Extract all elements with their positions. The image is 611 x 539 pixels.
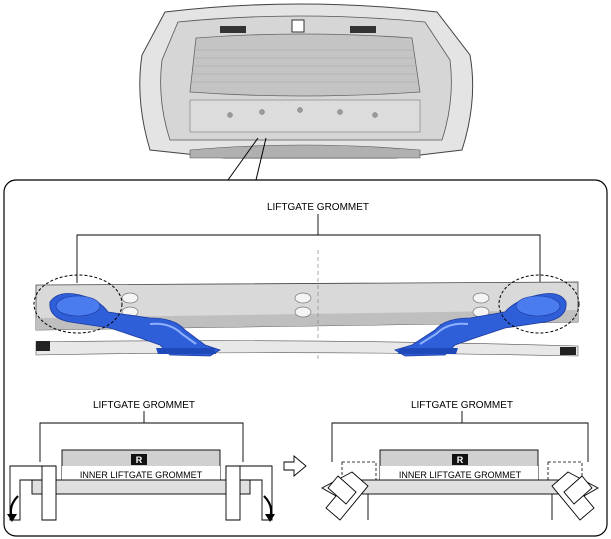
- r-badge-left-text: R: [136, 455, 143, 465]
- main-label-bracket: [76, 214, 541, 283]
- section-left: LIFTGATE GROMMET R INNER LIFTGATE GROMME…: [7, 400, 275, 522]
- right-label-bracket: [331, 422, 589, 462]
- r-badge-right-text: R: [457, 455, 464, 465]
- upper-slot-right: [350, 26, 376, 33]
- inner-grommet-left-label: INNER LIFTGATE GROMMET: [80, 470, 203, 480]
- section-right: LIFTGATE GROMMET R INNER LIFTGATE GROMME…: [321, 400, 599, 521]
- left-label-bracket: [39, 422, 244, 462]
- upper-clip: [291, 19, 305, 33]
- grommet-closeup: [33, 250, 580, 360]
- callout-leader: [227, 137, 267, 181]
- grommet-right: [394, 293, 567, 357]
- callout-box: [3, 179, 608, 537]
- upper-slot-left: [220, 26, 246, 33]
- grommet-right-label: LIFTGATE GROMMET: [411, 400, 513, 411]
- hollow-right-arrow-icon: [283, 455, 307, 477]
- highlight-circle-right: [498, 274, 580, 334]
- r-badge-left: [131, 454, 147, 465]
- grommet-left: [49, 293, 221, 357]
- grommet-left-label: LIFTGATE GROMMET: [93, 400, 195, 411]
- defroster-lines: [192, 49, 418, 83]
- inner-grommet-right-label: INNER LIFTGATE GROMMET: [399, 470, 522, 480]
- grommet-main-label: LIFTGATE GROMMET: [267, 202, 369, 213]
- r-badge-right: [452, 454, 468, 465]
- liftgate-overview: [139, 3, 474, 159]
- highlight-circle-left: [33, 274, 123, 334]
